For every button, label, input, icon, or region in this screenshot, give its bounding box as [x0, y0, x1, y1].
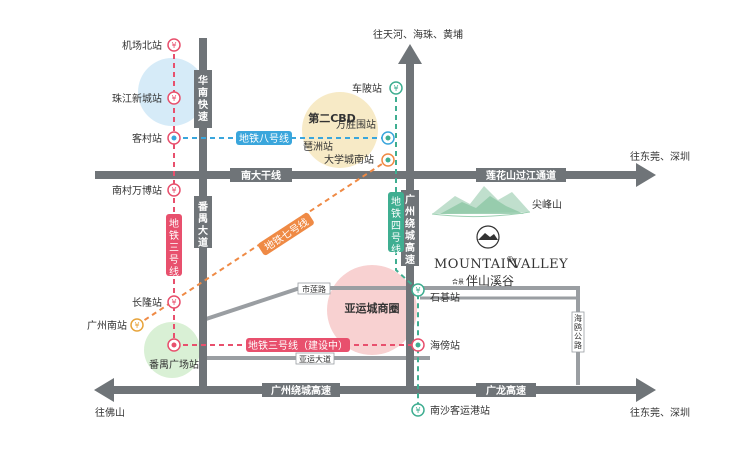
station-changlong-label: 长隆站	[132, 296, 162, 309]
shilian-label-box	[297, 282, 331, 295]
station-nanshakeyungang-label: 南沙客运港站	[430, 404, 490, 417]
station-nancunwanbo-label: 南村万博站	[112, 184, 162, 197]
brand-reg: ®	[506, 255, 514, 264]
station-chebei-label: 车陂站	[352, 82, 382, 95]
station-panyuguangchang: 番禺广场站	[149, 338, 199, 371]
lianhuashan-label-box	[476, 168, 566, 182]
station-kecun: 客村站	[132, 131, 181, 145]
station-changlong: ¥ 长隆站	[132, 295, 181, 309]
haiyun-label-text: 海鸥公路	[574, 313, 582, 350]
line8-label: 地铁八号线	[239, 132, 289, 145]
station-symbol: ¥	[415, 286, 420, 295]
station-wanshengwei-label: 万胜围站	[336, 118, 376, 131]
ring-vertical-label: 广州绕城高速	[401, 190, 419, 266]
cbd-area-circle	[302, 92, 378, 168]
station-daxuechengnan-label: 大学城南站	[324, 153, 374, 166]
station-zhujiangxincheng-label: 珠江新城站	[112, 92, 162, 105]
line3-label-text: 地铁三号线	[169, 217, 179, 278]
line4-label-text: 地铁四号线	[391, 195, 401, 256]
brand-cn-prefix: 合景	[452, 278, 464, 286]
station-haibang-label: 海傍站	[430, 339, 460, 352]
station-jichangbei-label: 机场北站	[122, 39, 162, 52]
line4-label: 地铁四号线	[388, 192, 404, 256]
station-daxuechengnan: 大学城南站	[324, 153, 395, 167]
station-nanshakeyungang: ¥ 南沙客运港站	[411, 403, 490, 417]
station-panyuguangchang-label: 番禺广场站	[149, 358, 199, 371]
line7-label: 地铁七号线	[258, 212, 314, 256]
station-symbol: ¥	[171, 186, 176, 195]
east-arrow-bottom	[636, 378, 656, 402]
huanan-label: 华南快速	[194, 70, 212, 128]
west-arrow	[94, 378, 114, 402]
station-wanshengwei: 万胜围站	[336, 118, 395, 145]
line8-label-box	[236, 131, 292, 145]
station-nancunwanbo: ¥ 南村万博站	[112, 183, 181, 197]
station-symbol: ¥	[134, 321, 139, 330]
lianhuashan-label: 莲花山过江通道	[486, 169, 556, 182]
guanglong-label-box	[476, 383, 536, 397]
line7-label-text: 地铁七号线	[262, 215, 311, 253]
north-arrow	[398, 44, 422, 64]
station-kecun-label: 客村站	[132, 132, 162, 145]
cbd-label: 第二CBD	[308, 111, 356, 125]
shilian-label: 市莲路	[302, 284, 326, 294]
station-zhujiangxincheng: ¥ 珠江新城站	[112, 91, 181, 105]
line3-ext-label: 地铁三号线（建设中）	[248, 339, 348, 352]
yayun-label-box	[295, 352, 335, 365]
station-shibi: ¥ 石碁站	[411, 283, 460, 304]
east-arrow-top	[636, 163, 656, 187]
direction-west: 往佛山	[95, 406, 125, 419]
panyu-avenue-label-text: 番禺大道	[197, 200, 209, 249]
yayuncheng-label: 亚运城商圈	[345, 301, 400, 315]
brand-en-valley: VALLEY	[511, 257, 568, 272]
nanda-label: 南大干线	[241, 169, 281, 182]
brand-logo: MOUNTAIN ® VALLEY 合景 伴山溪谷	[434, 225, 568, 288]
nanda-label-box	[230, 168, 292, 182]
direction-east-top: 往东莞、深圳	[630, 150, 690, 163]
huanan-label-text: 华南快速	[197, 74, 209, 123]
haiyun-label: 海鸥公路	[571, 311, 585, 353]
guanglong-label: 广龙高速	[486, 384, 526, 397]
yayun-label: 亚运大道	[299, 354, 331, 364]
jianfeng-label: 尖峰山	[532, 198, 562, 211]
station-symbol: ¥	[171, 94, 176, 103]
direction-north: 往天河、海珠、黄埔	[373, 28, 463, 41]
station-pazhou-label: 琶洲站	[303, 140, 333, 153]
station-guangzhounan: ¥ 广州南站	[87, 318, 144, 332]
station-guangzhounan-label: 广州南站	[87, 319, 127, 332]
ring-h-label: 广州绕城高速	[271, 384, 331, 397]
panyu-avenue-label: 番禺大道	[194, 196, 212, 249]
brand-emblem-icon	[476, 225, 500, 249]
station-symbol: ¥	[171, 41, 176, 50]
station-symbol: ¥	[171, 298, 176, 307]
station-chebei: ¥ 车陂站	[352, 81, 403, 95]
ring-h-label-box	[262, 383, 340, 397]
brand-en-mountain: MOUNTAIN	[434, 257, 518, 272]
station-haibang: 海傍站	[411, 338, 460, 352]
station-shibi-label: 石碁站	[430, 291, 460, 304]
line3-ext-label-box	[246, 338, 350, 352]
station-symbol: ¥	[393, 84, 398, 93]
brand-cn: 伴山溪谷	[466, 274, 514, 288]
mountain-illustration	[431, 186, 531, 218]
ring-vertical-label-text: 广州绕城高速	[404, 193, 415, 266]
direction-east-bottom: 往东莞、深圳	[630, 406, 690, 419]
station-jichangbei: ¥ 机场北站	[122, 38, 181, 52]
line3-label: 地铁三号线	[166, 214, 182, 278]
station-symbol: ¥	[415, 406, 420, 415]
